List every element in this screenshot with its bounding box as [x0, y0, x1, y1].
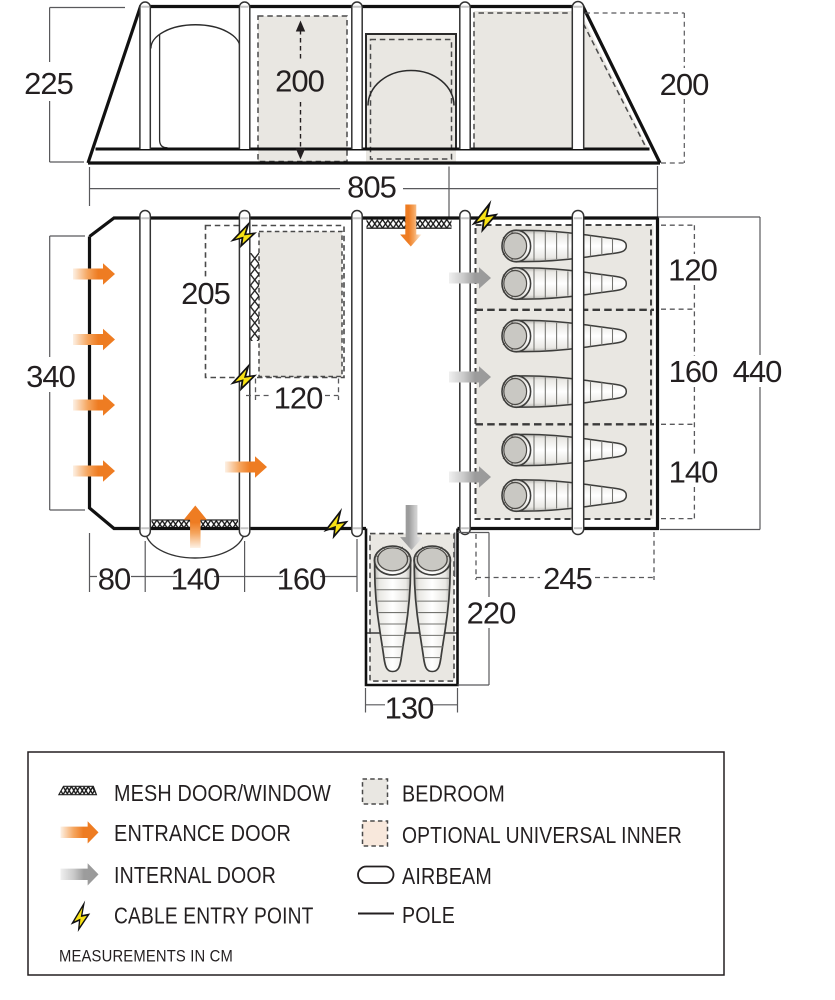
svg-text:200: 200	[660, 67, 709, 102]
svg-text:340: 340	[26, 359, 75, 394]
svg-text:440: 440	[733, 354, 782, 389]
svg-text:205: 205	[181, 276, 230, 311]
svg-text:805: 805	[347, 170, 396, 205]
svg-text:120: 120	[274, 381, 323, 416]
svg-text:245: 245	[543, 561, 592, 596]
svg-text:ENTRANCE DOOR: ENTRANCE DOOR	[114, 820, 291, 846]
svg-text:160: 160	[669, 354, 718, 389]
svg-text:OPTIONAL UNIVERSAL INNER: OPTIONAL UNIVERSAL INNER	[402, 822, 682, 848]
svg-text:225: 225	[24, 66, 73, 101]
svg-text:120: 120	[668, 253, 717, 288]
svg-text:140: 140	[669, 455, 718, 490]
svg-text:200: 200	[275, 64, 324, 99]
svg-text:140: 140	[171, 562, 220, 597]
svg-text:MESH DOOR/WINDOW: MESH DOOR/WINDOW	[114, 780, 331, 806]
svg-text:MEASUREMENTS IN CM: MEASUREMENTS IN CM	[59, 947, 233, 966]
svg-text:CABLE ENTRY POINT: CABLE ENTRY POINT	[114, 903, 314, 929]
svg-text:220: 220	[467, 596, 516, 631]
svg-text:POLE: POLE	[402, 902, 455, 928]
svg-text:INTERNAL DOOR: INTERNAL DOOR	[114, 862, 276, 888]
svg-text:160: 160	[277, 562, 326, 597]
svg-text:AIRBEAM: AIRBEAM	[402, 863, 492, 889]
svg-text:130: 130	[385, 691, 434, 726]
svg-text:80: 80	[98, 562, 131, 597]
svg-text:BEDROOM: BEDROOM	[402, 781, 505, 807]
